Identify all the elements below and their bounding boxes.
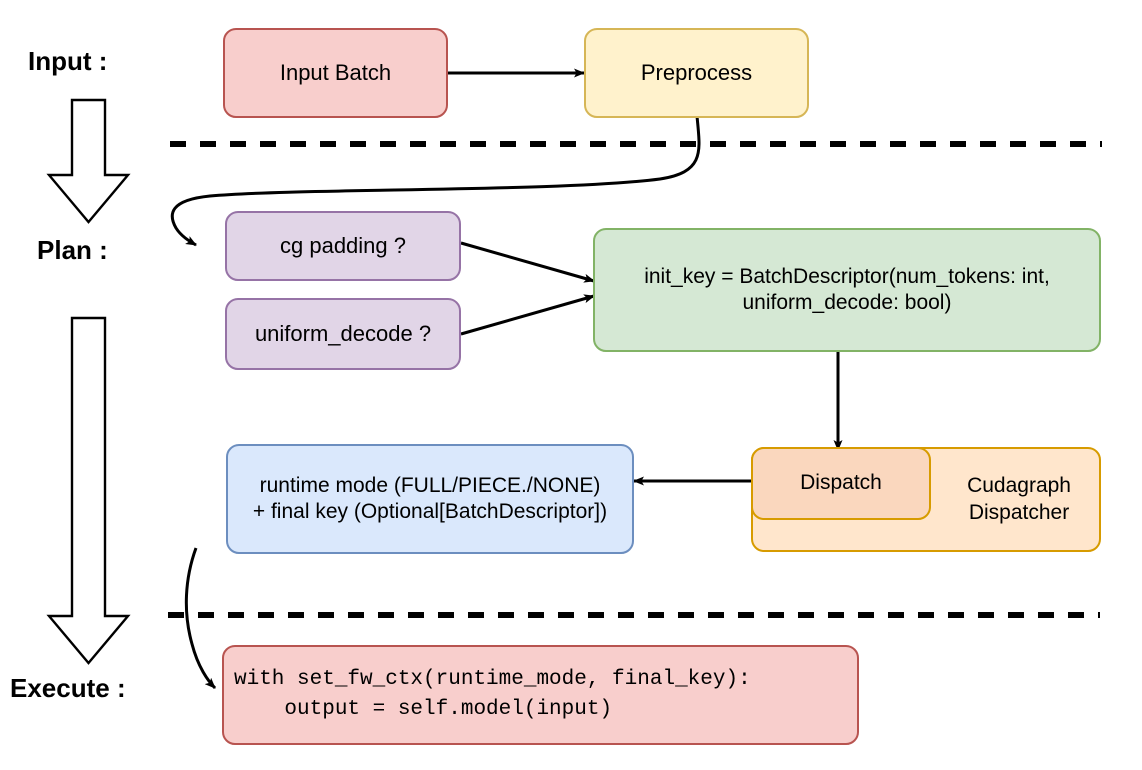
node-uniform-decode[interactable]: uniform_decode ? xyxy=(225,298,461,370)
node-execute-code-label: with set_fw_ctx(runtime_mode, final_key)… xyxy=(234,667,751,721)
node-cg-padding[interactable]: cg padding ? xyxy=(225,211,461,281)
node-dispatch-label: Dispatch xyxy=(800,471,882,495)
node-init-key-label: init_key = BatchDescriptor(num_tokens: i… xyxy=(644,264,1050,314)
edge-runtime-mode-to-execute-code xyxy=(184,547,217,690)
node-input-batch-label: Input Batch xyxy=(279,60,392,86)
node-preprocess-label: Preprocess xyxy=(640,60,753,86)
edge-uniform-decode-to-init-key xyxy=(460,294,595,336)
node-preprocess[interactable]: Preprocess xyxy=(584,28,809,118)
stage-label-plan: Plan : xyxy=(37,235,108,265)
block-arrow-input-to-plan xyxy=(46,98,131,224)
node-input-batch[interactable]: Input Batch xyxy=(223,28,448,118)
node-dispatch[interactable]: Dispatch xyxy=(751,447,931,520)
node-runtime-mode-label: runtime mode (FULL/PIECE./NONE) + final … xyxy=(252,473,608,523)
node-uniform-decode-label: uniform_decode ? xyxy=(254,321,432,347)
edge-cg-padding-to-init-key xyxy=(460,241,595,283)
node-cg-padding-label: cg padding ? xyxy=(280,233,406,259)
stage-label-input: Input : xyxy=(28,46,108,76)
block-arrow-plan-to-execute xyxy=(46,316,131,665)
node-execute-code[interactable]: with set_fw_ctx(runtime_mode, final_key)… xyxy=(222,645,859,745)
node-cudagraph-dispatcher-label: Cudagraph Dispatcher xyxy=(967,474,1071,524)
node-runtime-mode[interactable]: runtime mode (FULL/PIECE./NONE) + final … xyxy=(226,444,634,554)
node-init-key[interactable]: init_key = BatchDescriptor(num_tokens: i… xyxy=(593,228,1101,352)
stage-label-execute: Execute : xyxy=(10,673,126,703)
